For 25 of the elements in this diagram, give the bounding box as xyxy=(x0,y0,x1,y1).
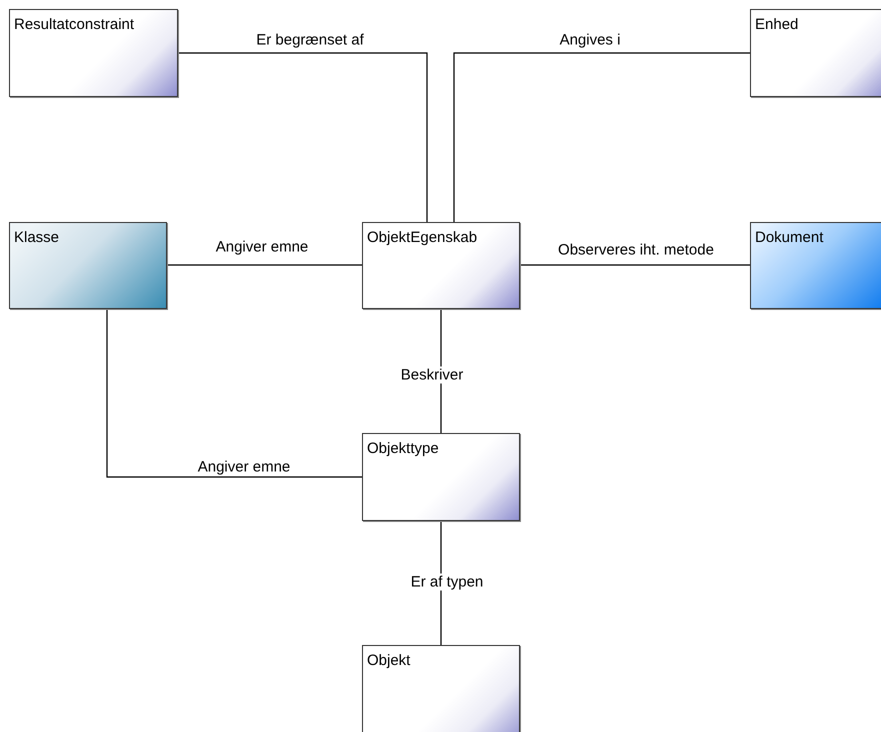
edge-label: Angives i xyxy=(558,32,622,48)
entity-name: Objekttype xyxy=(367,440,439,457)
entity-box xyxy=(750,222,881,309)
edge-label: Angiver emne xyxy=(196,458,292,476)
entity-name: Enhed xyxy=(755,16,798,33)
edge-label: Er af typen xyxy=(410,574,484,590)
connector-line xyxy=(453,52,750,222)
connector-line xyxy=(178,52,428,222)
entity-name: ObjektEgenskab xyxy=(367,229,478,246)
entity-name: Objekt xyxy=(367,652,410,669)
entity-box xyxy=(9,222,167,309)
connector-line xyxy=(520,264,750,266)
entity-box xyxy=(750,9,881,97)
entity-box xyxy=(362,433,520,521)
connector-line xyxy=(167,264,362,266)
edge-label: Angiver emne xyxy=(214,238,310,256)
entity-box xyxy=(362,222,520,309)
edge-label: Er begrænset af xyxy=(255,32,365,48)
edge-label: Beskriver xyxy=(400,366,464,384)
entity-box xyxy=(9,9,178,97)
entity-name: Klasse xyxy=(14,229,60,246)
connector-line xyxy=(106,309,362,478)
entity-name: Dokument xyxy=(755,229,824,246)
entity-name: Resultatconstraint xyxy=(14,16,134,33)
entity-box xyxy=(362,645,520,732)
